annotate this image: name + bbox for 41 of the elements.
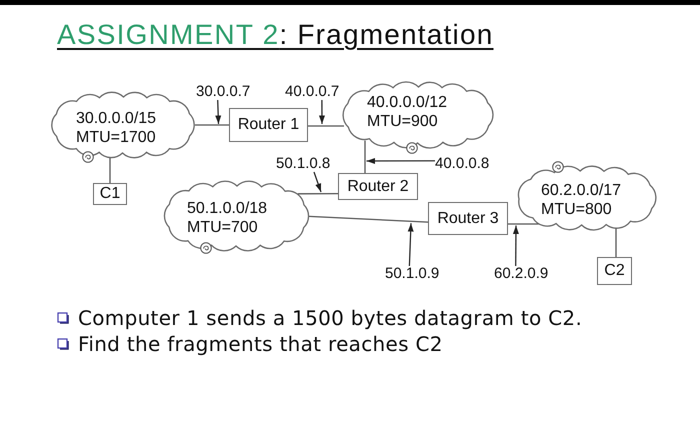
mtu-label: MTU=700 xyxy=(187,218,258,237)
arrow xyxy=(366,158,435,164)
link-line xyxy=(615,226,617,257)
router-box xyxy=(428,202,508,235)
mtu-label: MTU=800 xyxy=(541,200,612,219)
link-line xyxy=(298,192,338,194)
computer-label: C2 xyxy=(604,262,625,280)
ip-address-label: 40.0.0.8 xyxy=(435,156,490,172)
link-line xyxy=(508,223,542,225)
ip-address-label: 60.2.0.9 xyxy=(494,266,548,282)
router-box xyxy=(338,173,418,200)
link-line xyxy=(308,216,428,223)
computer-label: C1 xyxy=(100,185,120,203)
bullet-text: Find the fragments that reaches C2 xyxy=(78,332,443,356)
arrow xyxy=(318,100,325,124)
ip-address-label: 40.0.0.7 xyxy=(285,84,340,100)
arrow xyxy=(408,223,414,266)
ip-address-label: 50.1.0.9 xyxy=(385,266,440,282)
router-label: Router 3 xyxy=(437,210,499,228)
network-address: 50.1.0.0/18 xyxy=(187,199,268,218)
ip-address-label: 50.1.0.8 xyxy=(276,156,330,172)
computer-box xyxy=(597,257,632,285)
router-label: Router 1 xyxy=(238,116,300,134)
mtu-label: MTU=1700 xyxy=(76,128,156,147)
bullet-text: Computer 1 sends a 1500 bytes datagram to C2. xyxy=(78,306,582,330)
network-address: 30.0.0.0/15 xyxy=(76,109,156,128)
link-line xyxy=(109,156,111,183)
router-box xyxy=(229,108,308,142)
network-address: 60.2.0.0/17 xyxy=(541,181,622,200)
arrow xyxy=(512,226,519,266)
mtu-label: MTU=900 xyxy=(367,112,438,131)
link-line xyxy=(308,125,344,127)
router-label: Router 2 xyxy=(347,178,409,196)
link-line xyxy=(195,124,229,126)
ip-address-label: 30.0.0.7 xyxy=(196,84,250,100)
link-line xyxy=(364,140,366,173)
computer-box xyxy=(93,183,127,205)
arrow xyxy=(313,172,322,192)
title: ASSIGNMENT 2: Fragmentation xyxy=(57,21,494,49)
network-address: 40.0.0.0/12 xyxy=(367,93,448,112)
arrow xyxy=(215,100,222,124)
